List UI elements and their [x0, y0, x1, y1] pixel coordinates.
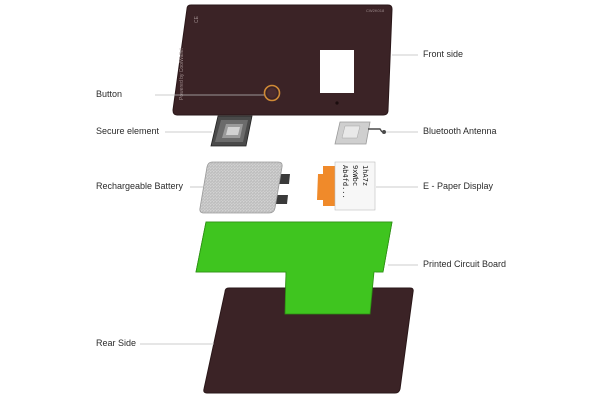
- bluetooth-antenna: [334, 121, 386, 145]
- label-front-side: Front side: [423, 49, 464, 59]
- label-rear-side: Rear Side: [96, 338, 137, 348]
- label-secure-element: Secure element: [96, 126, 160, 136]
- button-ring: [263, 84, 281, 102]
- button-icon: [267, 88, 277, 98]
- indicator-dot: [335, 101, 339, 105]
- label-pcb: Printed Circuit Board: [423, 259, 507, 269]
- display-window: [320, 50, 354, 93]
- epaper-line-1: Ab4fd...: [341, 165, 349, 199]
- secure-element-chip: [210, 115, 253, 147]
- epaper-line-2: 9xWbc: [351, 165, 359, 186]
- card-brand-text: Powered by CoolWallet: [179, 48, 185, 100]
- epaper-line-3: 1hA7z: [361, 165, 369, 186]
- front-side-card: Powered by CoolWallet CE CW2K018: [172, 4, 393, 116]
- label-bluetooth-antenna: Bluetooth Antenna: [423, 126, 497, 136]
- ce-mark: CE: [194, 15, 200, 23]
- label-rechargeable-battery: Rechargeable Battery: [96, 181, 184, 191]
- rechargeable-battery: [199, 161, 290, 214]
- epaper-display: Ab4fd... 9xWbc 1hA7z: [317, 161, 376, 211]
- label-button: Button: [96, 89, 123, 99]
- card-serial: CW2K018: [366, 8, 385, 13]
- leader-lines: [140, 54, 418, 345]
- label-epaper-display: E - Paper Display: [423, 181, 494, 191]
